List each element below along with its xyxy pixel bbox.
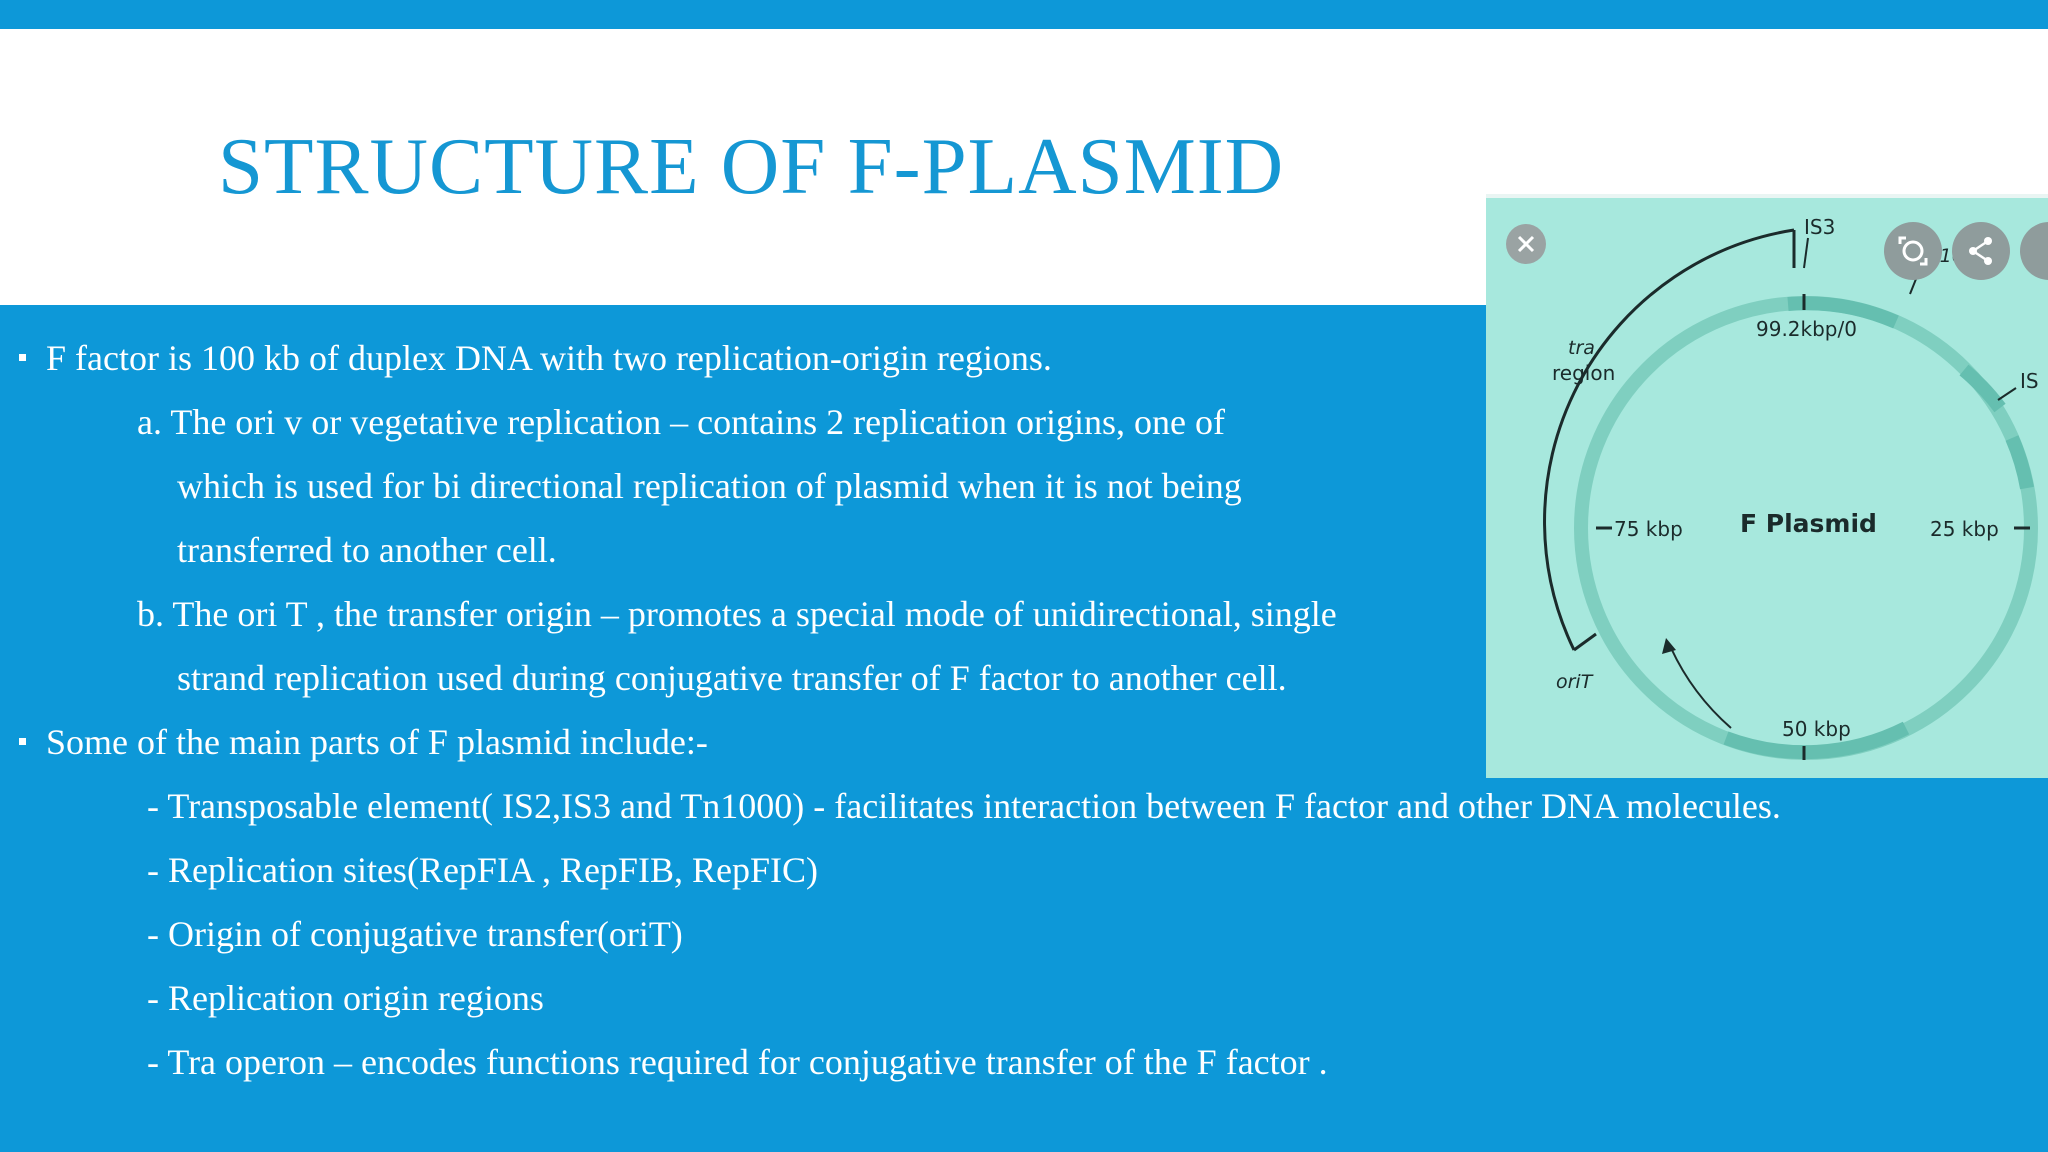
share-button[interactable] [1952, 222, 2010, 280]
bullet-text: F factor is 100 kb of duplex DNA with tw… [46, 338, 1052, 378]
label-tra-1: tra [1568, 337, 1595, 359]
label-top-mark: 99.2kbp/0 [1756, 317, 1857, 341]
lens-search-icon [1898, 236, 1928, 266]
bullet-marker [19, 738, 26, 745]
ring-segment [2005, 435, 2034, 490]
ring-segment [1959, 364, 2006, 413]
sub-item-a-line2: which is used for bi directional replica… [177, 466, 1242, 506]
sub-item-b-line1: b. The ori T , the transfer origin – pro… [137, 594, 1337, 634]
ring-segment [1787, 296, 1899, 329]
close-icon [1517, 235, 1535, 253]
top-accent-bar [0, 0, 2048, 29]
part-item-tra-operon: - Tra operon – encodes functions require… [147, 1042, 1328, 1082]
bullet-text: Some of the main parts of F plasmid incl… [46, 722, 708, 762]
bullet-marker [19, 354, 26, 361]
share-icon [1969, 237, 1992, 265]
f-plasmid-diagram: IS3 Tn1000 IS 99.2kbp/0 75 kbp 25 kbp 50… [1543, 215, 2039, 760]
label-is3: IS3 [1804, 215, 1835, 239]
label-is-right: IS [2020, 369, 2039, 393]
tra-region-arc [1543, 228, 1795, 651]
slide-title: STRUCTURE OF F-PLASMID [218, 121, 1285, 211]
sub-item-a-line3: transferred to another cell. [177, 530, 557, 570]
part-item-transposable: - Transposable element( IS2,IS3 and Tn10… [147, 786, 1781, 826]
sub-item-b-line2: strand replication used during conjugati… [177, 658, 1287, 698]
is3-pointer [1803, 237, 1809, 269]
label-orit: oriT [1556, 671, 1594, 693]
orit-pointer-line [1573, 632, 1597, 652]
lens-search-button[interactable] [1884, 222, 1942, 280]
is-right-pointer [1997, 387, 2017, 401]
sub-item-a-line1: a. The ori v or vegetative replication –… [137, 402, 1225, 442]
label-left-mark: 75 kbp [1614, 517, 1683, 541]
label-bottom-mark: 50 kbp [1782, 717, 1851, 741]
orit-arrow [1670, 647, 1732, 729]
orit-arrowhead [1662, 638, 1676, 654]
part-item-orit: - Origin of conjugative transfer(oriT) [147, 914, 683, 954]
ring-segment [1723, 721, 1910, 760]
plasmid-image-panel[interactable]: IS3 Tn1000 IS 99.2kbp/0 75 kbp 25 kbp 50… [1486, 194, 2048, 778]
close-button[interactable] [1506, 224, 1546, 264]
label-tra-2: region [1552, 361, 1615, 385]
part-item-replication-sites: - Replication sites(RepFIA , RepFIB, Rep… [147, 850, 818, 890]
part-item-replication-origin: - Replication origin regions [147, 978, 544, 1018]
label-center: F Plasmid [1740, 509, 1877, 538]
label-right-mark: 25 kbp [1930, 517, 1999, 541]
